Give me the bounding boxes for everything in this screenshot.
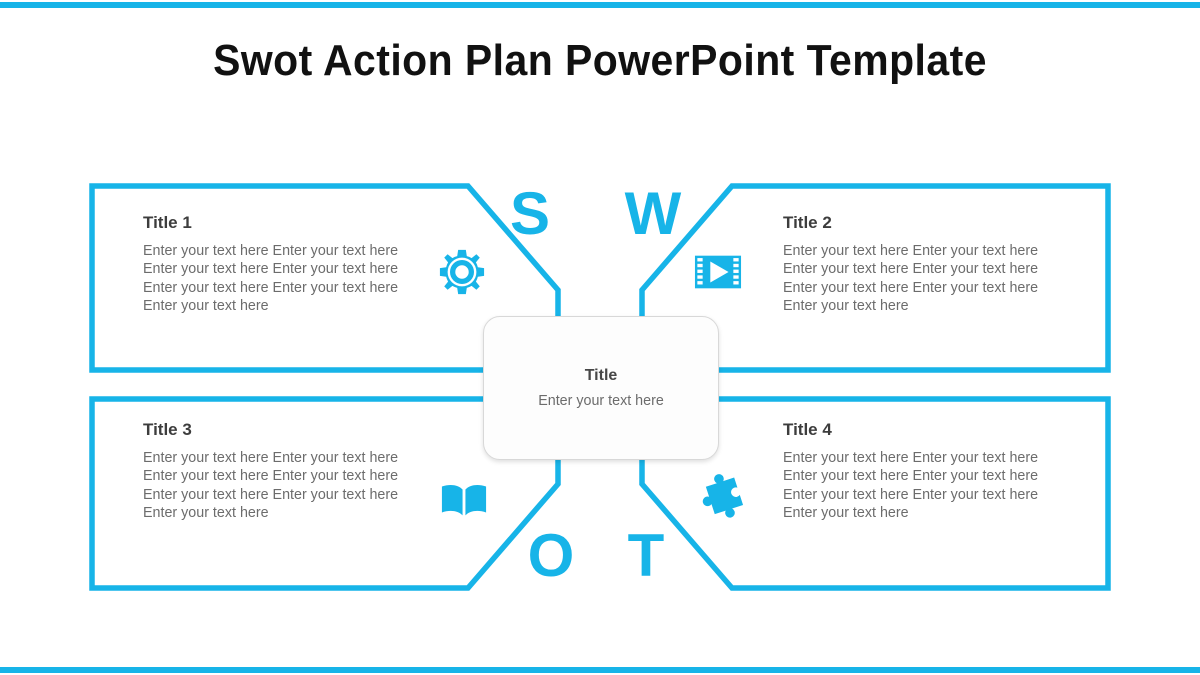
quadrant-title-1: Title 1: [143, 213, 192, 232]
top-accent-bar: [0, 2, 1200, 8]
center-card-title: Title: [584, 367, 618, 384]
swot-letter-w: W: [625, 180, 682, 247]
quadrant-outline-top-right: [639, 183, 1111, 373]
puzzle-piece-icon: [702, 474, 744, 518]
bottom-accent-bar: [0, 667, 1200, 673]
quadrant-body-3: Enter your text here Enter your text her…: [143, 449, 399, 521]
swot-letter-o: O: [528, 522, 575, 589]
quadrant-body-4: Enter your text here Enter your text her…: [783, 449, 1039, 521]
center-card-subtitle: Enter your text here: [538, 393, 664, 409]
quadrant-title-3: Title 3: [143, 420, 192, 439]
swot-letter-s: S: [510, 180, 550, 247]
quadrant-title-2: Title 2: [783, 213, 832, 232]
quadrant-body-2: Enter your text here Enter your text her…: [783, 242, 1039, 314]
gear-icon: [439, 249, 485, 295]
quadrant-outline-bottom-left: [89, 396, 561, 591]
page-title: Swot Action Plan PowerPoint Template: [213, 36, 987, 85]
center-card[interactable]: Title Enter your text here: [483, 316, 719, 460]
quadrant-outline-top-left: [89, 183, 561, 373]
open-book-icon: [441, 484, 487, 516]
quadrant-text-bottom-left: Title 3 Enter your text here Enter your …: [143, 420, 433, 522]
quadrant-title-4: Title 4: [783, 420, 832, 439]
quadrant-outline-bottom-right: [639, 396, 1111, 591]
quadrant-text-top-left: Title 1 Enter your text here Enter your …: [143, 213, 433, 315]
swot-letter-t: T: [628, 522, 665, 589]
quadrant-text-top-right: Title 2 Enter your text here Enter your …: [783, 213, 1073, 315]
film-play-icon: [694, 255, 742, 289]
quadrant-body-1: Enter your text here Enter your text her…: [143, 242, 399, 314]
quadrant-text-bottom-right: Title 4 Enter your text here Enter your …: [783, 420, 1073, 522]
